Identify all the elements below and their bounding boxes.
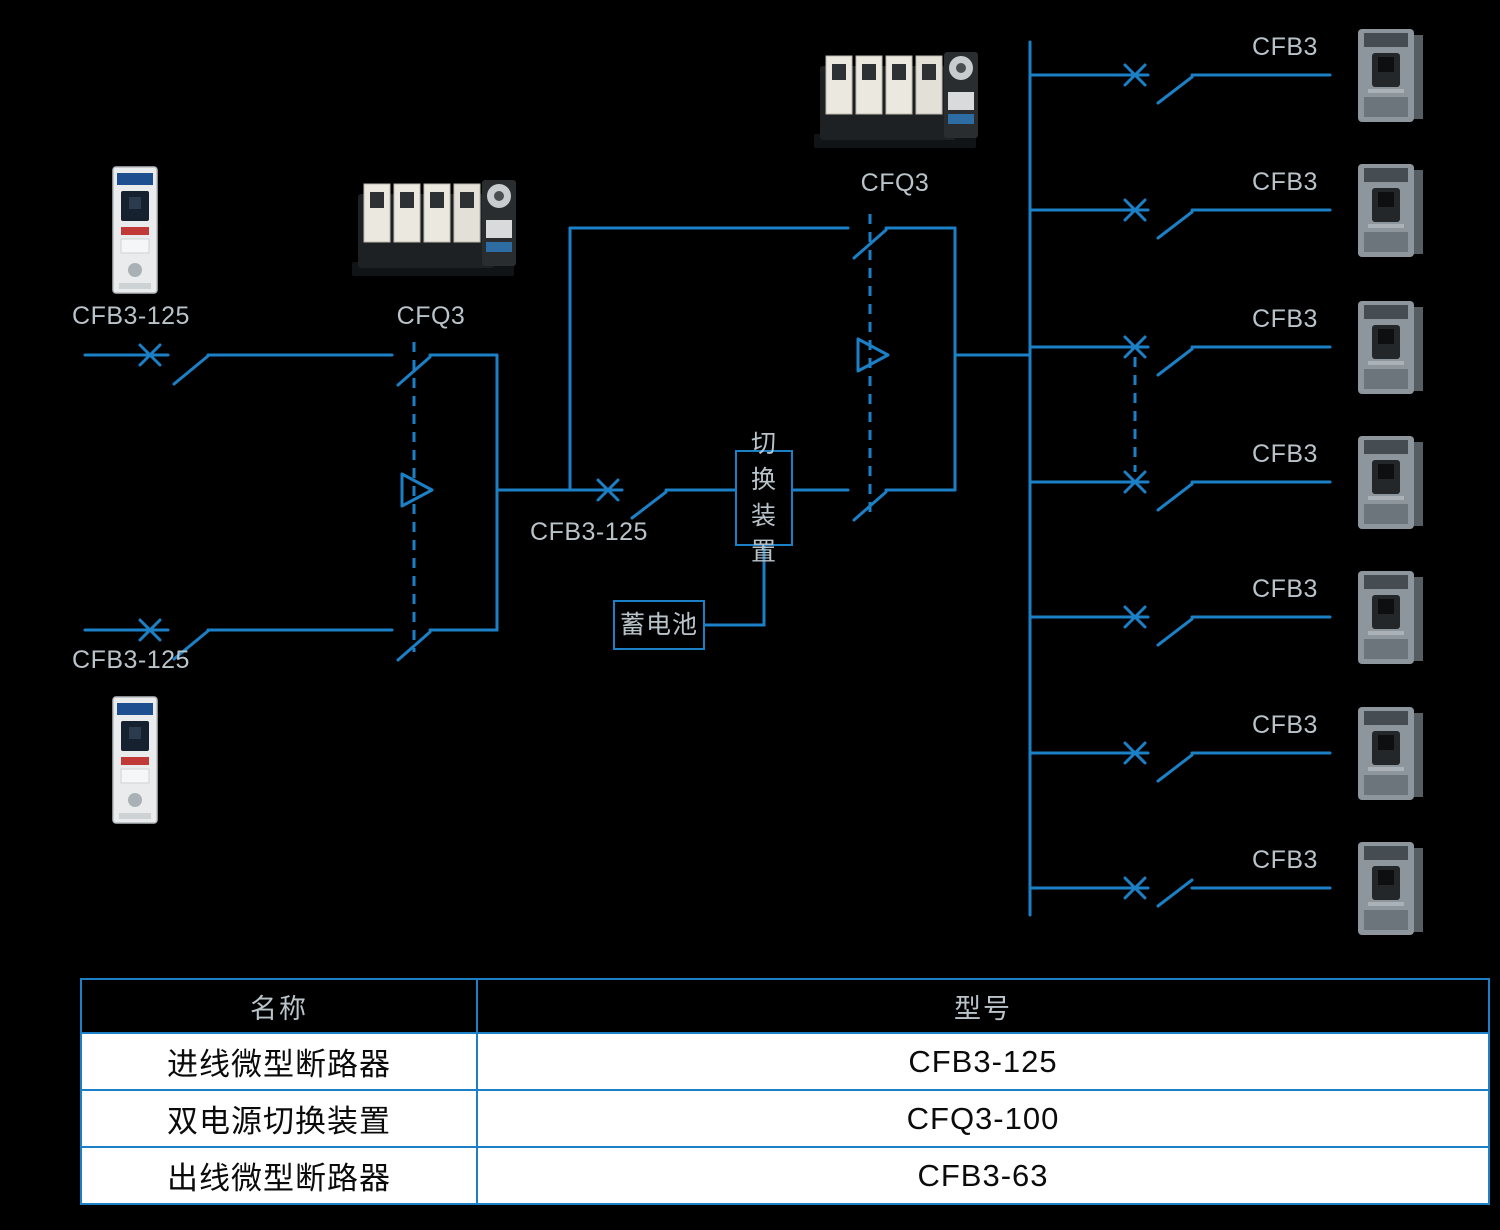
table-cell-model: CFB3-125 (476, 1032, 1490, 1091)
table-row: 出线微型断路器 CFB3-63 (80, 1146, 1490, 1205)
table-row: 双电源切换装置 CFQ3-100 (80, 1089, 1490, 1148)
ats-left-symbol (396, 342, 572, 662)
table-header-model: 型号 (476, 978, 1490, 1034)
mid-breaker-label: CFB3-125 (530, 518, 648, 546)
table-header-row: 名称 型号 (80, 978, 1490, 1034)
battery-connection (703, 544, 766, 627)
table-cell-model: CFQ3-100 (476, 1089, 1490, 1148)
output-branch-6 (1028, 741, 1332, 783)
mid-breaker-symbol (568, 478, 737, 520)
output-branch-1 (1028, 63, 1332, 105)
table-header-name: 名称 (80, 978, 478, 1034)
output-breaker-photo-7 (1358, 842, 1423, 935)
output-breaker-photo-5 (1358, 571, 1423, 664)
output-breaker-photo-3 (1358, 301, 1423, 394)
transfer-switch-photo-left (351, 179, 517, 277)
output-branch-label-2: CFB3 (1252, 168, 1318, 196)
output-branch-label-1: CFB3 (1252, 33, 1318, 61)
output-branch-label-5: CFB3 (1252, 575, 1318, 603)
table-cell-name: 进线微型断路器 (80, 1032, 478, 1091)
spec-table: 名称 型号 进线微型断路器 CFB3-125 双电源切换装置 CFQ3-100 … (80, 978, 1490, 1205)
output-branch-label-7: CFB3 (1252, 846, 1318, 874)
output-breaker-photo-6 (1358, 707, 1423, 800)
output-breaker-photo-2 (1358, 164, 1423, 257)
output-branch-label-4: CFB3 (1252, 440, 1318, 468)
output-branch-label-6: CFB3 (1252, 711, 1318, 739)
incoming-breaker-photo-bottom (112, 696, 158, 824)
incoming-circuit-top (83, 343, 394, 386)
output-branch-7 (1028, 876, 1332, 908)
output-breaker-photo-4 (1358, 436, 1423, 529)
output-branch-label-3: CFB3 (1252, 305, 1318, 333)
output-branch-4 (1028, 470, 1332, 512)
output-branch-5 (1028, 605, 1332, 647)
output-branch-2 (1028, 198, 1332, 240)
output-branch-3 (1028, 335, 1332, 377)
incoming-breaker-photo-top (112, 166, 158, 294)
incoming-breaker-label-top: CFB3-125 (72, 302, 190, 330)
transfer-switch-label-right: CFQ3 (860, 169, 930, 197)
incoming-circuit-bottom (83, 618, 394, 661)
circuit-diagram (83, 29, 1423, 935)
switch-device-box: 切换装置 (735, 430, 793, 566)
table-cell-model: CFB3-63 (476, 1146, 1490, 1205)
transfer-switch-photo-right (813, 51, 979, 149)
ats-right-symbol (568, 214, 1032, 522)
output-breaker-photo-1 (1358, 29, 1423, 122)
battery-box: 蓄电池 (613, 600, 705, 650)
transfer-switch-label-left: CFQ3 (396, 302, 466, 330)
table-row: 进线微型断路器 CFB3-125 (80, 1032, 1490, 1091)
table-cell-name: 双电源切换装置 (80, 1089, 478, 1148)
table-cell-name: 出线微型断路器 (80, 1146, 478, 1205)
incoming-breaker-label-bottom: CFB3-125 (72, 646, 190, 674)
